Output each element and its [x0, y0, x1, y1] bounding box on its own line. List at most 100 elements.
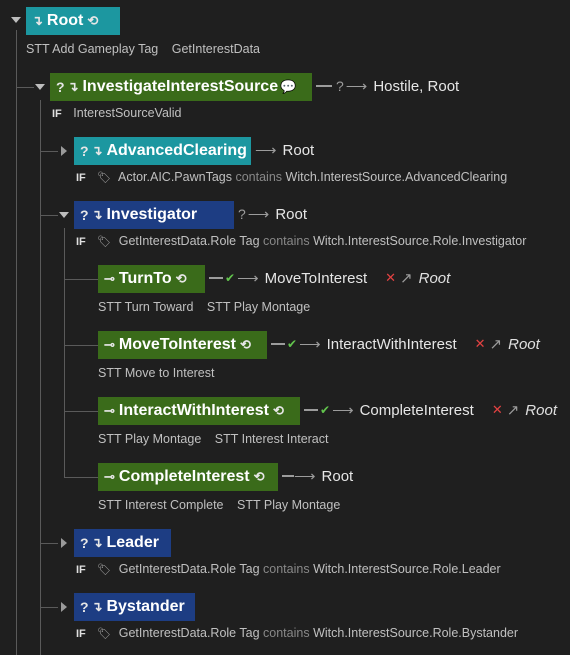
advanced-condition: IF 🏷 Actor.AIC.PawnTags contains Witch.I… — [76, 170, 507, 184]
transition-target: Root — [275, 205, 307, 223]
question-icon: ? — [56, 79, 65, 95]
task-label: STT Interest Complete — [98, 498, 224, 512]
tree-line-investigator — [64, 228, 65, 478]
success-check-icon: ✔ — [225, 271, 236, 285]
exit-arrow-icon: ↗ — [400, 270, 413, 287]
complete-transition: ⟶ Root — [282, 467, 353, 485]
task-label: STT Move to Interest — [98, 366, 215, 380]
transition-line-icon — [271, 343, 285, 345]
tree-branch-advanced — [40, 151, 58, 152]
arrow-right-icon: ⟶ — [332, 402, 354, 419]
state-advanced-label: AdvancedClearing — [106, 142, 247, 159]
condition-left: Actor.AIC.PawnTags — [118, 170, 232, 184]
transition-line-icon — [316, 85, 332, 87]
transition-target: Root — [282, 141, 315, 159]
transition-line-icon — [209, 277, 223, 279]
state-complete-label: CompleteInterest — [118, 468, 250, 485]
arrow-right-icon: ⟶ — [294, 468, 316, 485]
transition-line-icon — [304, 409, 318, 411]
task-label: STT Turn Toward — [98, 300, 194, 314]
success-target: MoveToInterest — [264, 269, 368, 287]
state-investigator[interactable]: ? ↴ Investigator — [74, 201, 234, 229]
fail-target: Root — [418, 269, 451, 287]
fail-target: Root — [525, 401, 557, 419]
success-target: InteractWithInterest — [326, 335, 457, 353]
transition-target: Root — [321, 467, 354, 485]
task-label: STT Play Montage — [237, 498, 341, 512]
state-bystander-label: Bystander — [106, 598, 185, 615]
question-icon: ? — [80, 207, 89, 223]
separator: , — [419, 77, 428, 95]
state-bystander[interactable]: ? ↴ Bystander — [74, 593, 195, 621]
comment-icon: 💬 — [280, 79, 297, 94]
state-interact[interactable]: ⊸ InteractWithInterest ⟲ — [98, 397, 300, 425]
failure-x-icon: ✕ — [385, 270, 397, 285]
enter-state-icon: ↴ — [32, 13, 43, 28]
bystander-condition: IF 🏷 GetInterestData.Role Tag contains W… — [76, 626, 518, 640]
tree-branch-investigate — [16, 87, 34, 88]
condition-op: contains — [235, 170, 283, 184]
tag-icon: 🏷 — [97, 628, 112, 640]
if-keyword: IF — [76, 172, 86, 184]
state-turnto-label: TurnTo — [118, 270, 172, 287]
arrow-right-icon: ⟶ — [237, 270, 259, 287]
state-investigator-label: Investigator — [106, 206, 198, 223]
state-root-label: Root — [46, 12, 84, 29]
state-advanced-clearing[interactable]: ? ↴ AdvancedClearing — [74, 137, 251, 165]
state-turnto[interactable]: ⊸ TurnTo ⟲ — [98, 265, 205, 293]
enter-state-icon: ↴ — [91, 207, 103, 222]
interact-tasks: STT Play Montage STT Interest Interact — [98, 432, 328, 446]
investigator-condition: IF 🏷 GetInterestData.Role Tag contains W… — [76, 234, 526, 248]
condition-right: Witch.InterestSource.Role.Leader — [313, 562, 501, 576]
success-target: CompleteInterest — [359, 401, 474, 419]
state-movetointerest[interactable]: ⊸ MoveToInterest ⟲ — [98, 331, 267, 359]
task-state-icon: ⊸ — [104, 337, 115, 352]
loop-icon: ⟲ — [253, 469, 265, 484]
turnto-transitions: ✔ ⟶ MoveToInterest ✕ ↗ Root — [209, 269, 450, 287]
collapse-investigator-arrow[interactable] — [59, 212, 69, 218]
expand-bystander-arrow[interactable] — [61, 602, 67, 612]
expand-leader-arrow[interactable] — [61, 538, 67, 548]
question-icon: ? — [80, 143, 89, 159]
investigator-transition: ? ⟶ Root — [238, 205, 307, 224]
complete-tasks: STT Interest Complete STT Play Montage — [98, 498, 340, 512]
transition-target: Root — [427, 77, 460, 95]
enter-state-icon: ↴ — [67, 79, 79, 94]
state-investigate-label: InvestigateInterestSource — [82, 78, 279, 95]
tag-icon: 🏷 — [97, 172, 112, 184]
success-check-icon: ✔ — [287, 337, 298, 351]
leader-condition: IF 🏷 GetInterestData.Role Tag contains W… — [76, 562, 501, 576]
condition-op: contains — [263, 562, 310, 576]
investigate-transition: ? ⟶ Hostile , Root — [316, 77, 459, 95]
state-complete[interactable]: ⊸ CompleteInterest ⟲ — [98, 463, 278, 491]
question-icon: ? — [80, 599, 89, 615]
failure-x-icon: ✕ — [491, 402, 503, 417]
loop-icon: ⟲ — [273, 403, 284, 418]
task-state-icon: ⊸ — [104, 271, 115, 286]
if-keyword: IF — [52, 108, 62, 120]
collapse-investigate-arrow[interactable] — [35, 84, 45, 90]
task-label: STT Add Gameplay Tag — [26, 42, 159, 56]
state-leader[interactable]: ? ↴ Leader — [74, 529, 171, 557]
investigate-condition: IF InterestSourceValid — [52, 106, 181, 120]
expand-advanced-arrow[interactable] — [61, 146, 67, 156]
tree-branch-complete — [64, 477, 98, 478]
state-investigate[interactable]: ? ↴ InvestigateInterestSource 💬 — [50, 73, 312, 101]
condition-right: Witch.InterestSource.Role.Investigator — [313, 234, 527, 248]
move-transitions: ✔ ⟶ InteractWithInterest ✕ ↗ Root — [271, 335, 540, 353]
condition-op: contains — [263, 234, 310, 248]
arrow-right-icon: ⟶ — [345, 78, 368, 95]
arrow-right-icon: ⟶ — [299, 336, 321, 353]
if-keyword: IF — [76, 564, 86, 576]
tree-branch-move — [64, 345, 98, 346]
task-label: STT Play Montage — [98, 432, 202, 446]
condition-text: InterestSourceValid — [73, 106, 182, 120]
tree-line-investigate — [40, 100, 41, 655]
enter-state-icon: ↴ — [91, 535, 103, 550]
state-root[interactable]: ↴ Root ⟲ — [26, 7, 120, 35]
state-leader-label: Leader — [106, 534, 159, 551]
state-interact-label: InteractWithInterest — [118, 402, 270, 419]
tag-icon: 🏷 — [97, 236, 112, 248]
collapse-root-arrow[interactable] — [11, 17, 21, 23]
tree-branch-interact — [64, 411, 98, 412]
